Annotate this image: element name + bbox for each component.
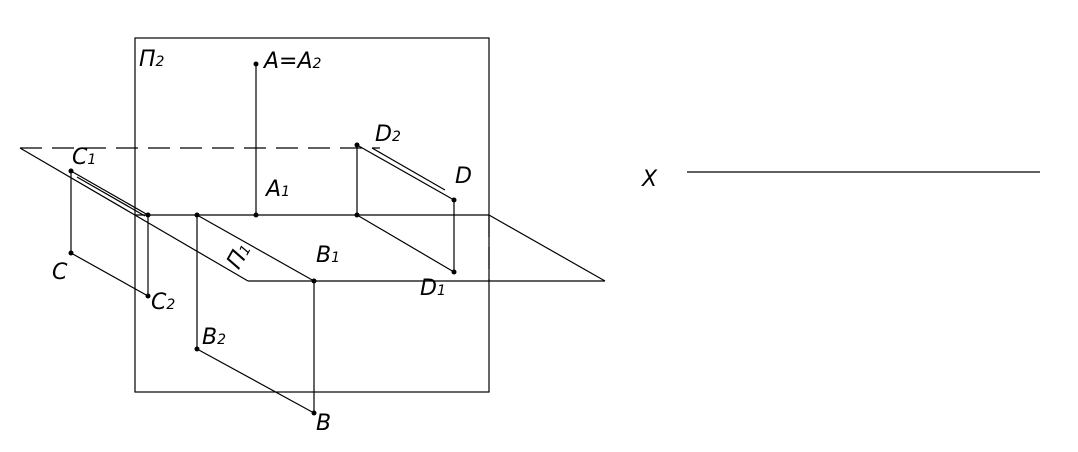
point-b-axis bbox=[194, 212, 200, 218]
d-d2-line bbox=[356, 144, 455, 201]
label-b: B bbox=[316, 411, 331, 436]
plane-p1-right-edge bbox=[488, 214, 606, 282]
point-d-axis bbox=[354, 212, 360, 218]
point-a bbox=[253, 61, 259, 67]
label-a1: A1 bbox=[264, 177, 290, 202]
label-b2: B2 bbox=[202, 325, 226, 350]
c1-projector bbox=[70, 170, 149, 216]
point-a1 bbox=[253, 212, 259, 218]
c1-double-line bbox=[76, 176, 146, 217]
label-c2: C2 bbox=[151, 290, 175, 315]
d-double-line bbox=[371, 147, 446, 191]
point-c1 bbox=[68, 168, 74, 174]
label-d2: D2 bbox=[375, 122, 401, 147]
point-d1 bbox=[451, 269, 457, 275]
d1-projector bbox=[356, 214, 455, 273]
b1-projector bbox=[196, 214, 315, 282]
label-b1: B1 bbox=[316, 243, 340, 268]
point-b2 bbox=[194, 346, 200, 352]
c-c2-line bbox=[70, 252, 149, 297]
point-d2 bbox=[354, 142, 360, 148]
plane-p1-left-edge bbox=[19, 147, 249, 282]
label-d: D bbox=[455, 164, 472, 189]
label-x: X bbox=[641, 167, 658, 192]
point-c bbox=[68, 250, 74, 256]
label-p2: П2 bbox=[139, 47, 165, 72]
point-b bbox=[311, 410, 317, 416]
label-c: C bbox=[52, 260, 68, 285]
b-b2-line bbox=[196, 348, 315, 414]
point-c2 bbox=[145, 293, 151, 299]
point-c-axis bbox=[145, 212, 151, 218]
label-d1: D1 bbox=[420, 276, 446, 301]
label-c1: C1 bbox=[72, 145, 96, 170]
point-d bbox=[451, 197, 457, 203]
point-b1 bbox=[311, 278, 317, 284]
label-a: A=A2 bbox=[262, 49, 322, 74]
